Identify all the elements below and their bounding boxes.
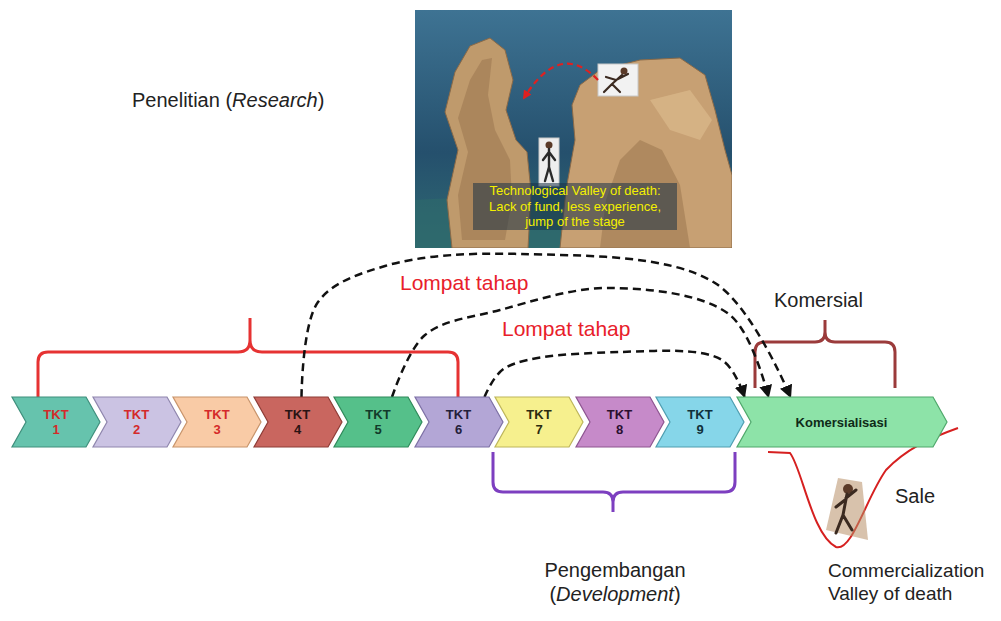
stage-chevron: TKT 3 — [173, 397, 261, 447]
commercial-bracket — [755, 320, 895, 388]
rock-highlight — [650, 90, 712, 140]
jumper-photo — [598, 64, 638, 96]
stage-label: TKT 4 — [281, 407, 315, 437]
skip-arrow — [302, 254, 791, 397]
chevron-fill — [415, 397, 503, 447]
stage-chevron: TKT 8 — [576, 397, 664, 447]
note-label: Sale — [893, 484, 937, 508]
stage-label: TKT 3 — [200, 407, 234, 437]
chevron-fill — [254, 397, 342, 447]
jump-arrow — [524, 64, 598, 98]
stage-label: TKT 6 — [442, 407, 476, 437]
chevron-fill — [334, 397, 422, 447]
commercial-chevron: Komersialisasi — [737, 397, 947, 447]
climber-rock — [826, 478, 868, 540]
jumper-head — [621, 68, 628, 75]
climber — [826, 478, 868, 540]
photo — [415, 10, 732, 248]
photo-caption: Technological Valley of death: Lack of f… — [473, 183, 677, 230]
jumper-body — [604, 74, 628, 92]
edge-group — [302, 254, 791, 397]
chevron-fill — [12, 397, 100, 447]
stage-chevron: TKT 2 — [93, 397, 181, 447]
stage-chevron: TKT 6 — [415, 397, 503, 447]
phase-label: Pengembangan (Development) — [513, 558, 717, 606]
skip-arrow — [485, 351, 745, 397]
stage-label: TKT 9 — [683, 407, 717, 437]
chevron-fill — [93, 397, 181, 447]
stage-label: TKT 2 — [120, 407, 154, 437]
standing-photo — [539, 138, 559, 186]
stage-label: TKT 8 — [603, 407, 637, 437]
note-label: Commercialization Valley of death — [826, 560, 1000, 606]
phase-label: Penelitian (Research) — [130, 88, 326, 112]
stage-label: Komersialisasi — [796, 415, 888, 430]
climber-body — [836, 490, 856, 533]
skip-label: Lompat tahap — [398, 270, 530, 295]
standing-body — [543, 149, 555, 181]
chevron-fill — [737, 397, 947, 447]
stage-label: TKT 5 — [361, 407, 395, 437]
stage-chevron: TKT 4 — [254, 397, 342, 447]
standing-head — [546, 142, 553, 149]
chevron-fill — [656, 397, 744, 447]
stage-chevron: TKT 1 — [12, 397, 100, 447]
stage-chevron: TKT 5 — [334, 397, 422, 447]
skip-label: Lompat tahap — [500, 316, 632, 341]
research-bracket — [38, 318, 458, 398]
chevron-fill — [576, 397, 664, 447]
skip-arrow — [392, 288, 769, 397]
stage-label: TKT 7 — [522, 407, 556, 437]
chevron-fill — [173, 397, 261, 447]
development-bracket — [493, 452, 735, 512]
stage-chevron: TKT 9 — [656, 397, 744, 447]
stage-chevron: TKT 7 — [495, 397, 583, 447]
sea — [415, 10, 732, 248]
chevron-fill — [495, 397, 583, 447]
stage-label: TKT 1 — [39, 407, 73, 437]
phase-label: Komersial — [772, 288, 865, 312]
